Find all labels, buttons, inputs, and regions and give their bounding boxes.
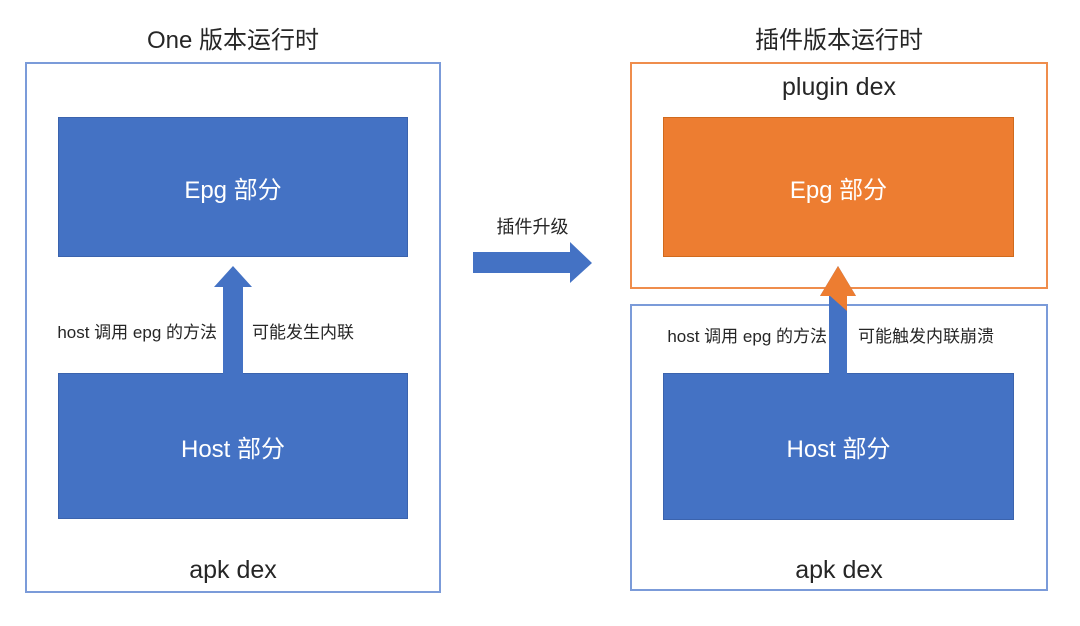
left-inline-label: 可能发生内联 — [252, 323, 354, 342]
upgrade-right-arrow — [473, 242, 592, 283]
left-title: One 版本运行时 — [146, 27, 320, 54]
right-call-label: host 调用 epg 的方法 — [667, 327, 827, 346]
plugin-dex-label: plugin dex — [782, 73, 896, 101]
right-title: 插件版本运行时 — [755, 27, 923, 54]
upgrade-label: 插件升级 — [496, 217, 569, 237]
left-host-label: Host 部分 — [180, 435, 285, 463]
left-epg-label: Epg 部分 — [184, 176, 282, 204]
right-epg-box: Epg 部分 — [663, 117, 1014, 257]
left-call-label: host 调用 epg 的方法 — [57, 323, 217, 342]
right-crash-label: 可能触发内联崩溃 — [858, 327, 994, 346]
right-host-label: Host 部分 — [786, 436, 891, 463]
left-host-box: Host 部分 — [58, 373, 408, 519]
right-host-box: Host 部分 — [663, 373, 1014, 520]
left-apk-dex-label: apk dex — [189, 556, 277, 584]
right-apk-dex-label: apk dex — [795, 556, 883, 584]
left-epg-box: Epg 部分 — [58, 117, 408, 257]
right-epg-label: Epg 部分 — [789, 176, 888, 204]
